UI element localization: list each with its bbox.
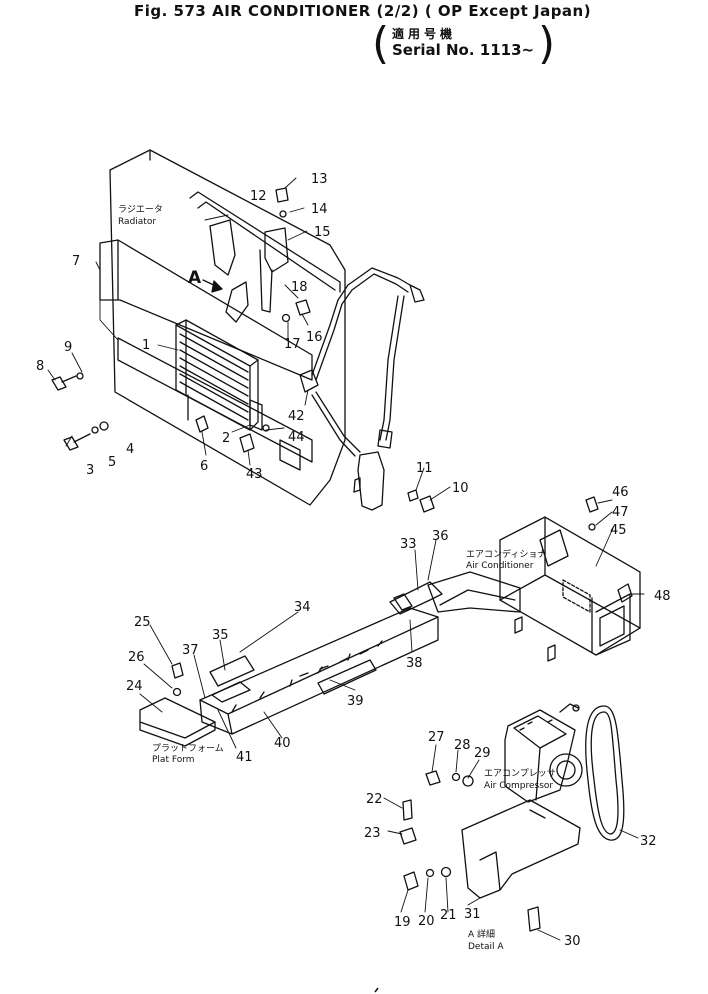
callout-14: 14 [311, 202, 328, 217]
leader-lines [47, 177, 645, 941]
serial-jp-label: 適用号機 [392, 27, 457, 41]
callout-21: 21 [440, 908, 457, 923]
callout-7: 7 [72, 254, 80, 269]
callout-6: 6 [200, 459, 208, 474]
callout-16: 16 [306, 330, 323, 345]
callout-46: 46 [612, 485, 629, 500]
air-compressor-label: Air Compressor [484, 781, 553, 791]
callout-41: 41 [236, 750, 253, 765]
callout-45: 45 [610, 523, 627, 538]
figure-caption: AIR CONDITIONER (2/2) ( OP Except Japan) [212, 2, 592, 20]
callout-5: 5 [108, 455, 116, 470]
callout-29: 29 [474, 746, 491, 761]
detail-a-label: Detail A [468, 942, 504, 952]
callout-32: 32 [640, 834, 657, 849]
callout-35: 35 [212, 628, 229, 643]
left-paren: ( [372, 18, 390, 69]
callout-25: 25 [134, 615, 151, 630]
view-a-letter: A [188, 268, 202, 288]
callout-8: 8 [36, 359, 44, 374]
figure-title: Fig. 573 AIR CONDITIONER (2/2) ( OP Exce… [134, 2, 591, 20]
platform-plate [139, 697, 216, 739]
v-belt [585, 705, 625, 841]
air-compressor [504, 703, 583, 803]
left-fasteners [51, 187, 435, 513]
callout-47: 47 [612, 505, 629, 520]
callout-43: 43 [246, 467, 263, 482]
callout-9: 9 [64, 340, 72, 355]
plat-form-jp-label: プラットフォーム [152, 743, 224, 754]
callout-33: 33 [400, 537, 417, 552]
callout-30: 30 [564, 934, 581, 949]
callout-24: 24 [126, 679, 143, 694]
callout-4: 4 [126, 442, 134, 457]
callout-36: 36 [432, 529, 449, 544]
air-compressor-jp-label: エアコンプレッサ [484, 768, 556, 779]
condenser [175, 319, 259, 431]
callout-44: 44 [288, 430, 305, 445]
plat-form-label: Plat Form [152, 755, 195, 765]
callout-20: 20 [418, 914, 435, 929]
callout-22: 22 [366, 792, 383, 807]
callout-17: 17 [284, 337, 301, 352]
callout-11: 11 [416, 461, 433, 476]
callout-12: 12 [250, 189, 267, 204]
callout-10: 10 [452, 481, 469, 496]
air-conditioner-label: Air Conditioner [466, 561, 534, 571]
diagram-labels: ラジエータ Radiator エアコンディショナ Air Conditioner… [118, 204, 556, 952]
callout-28: 28 [454, 738, 471, 753]
callout-40: 40 [274, 736, 291, 751]
stray-mark [374, 987, 379, 993]
detail-a-jp-label: A 詳細 [468, 928, 495, 940]
air-duct [427, 571, 521, 613]
callout-18: 18 [291, 280, 308, 295]
callout-31: 31 [464, 907, 481, 922]
air-conditioner-unit [499, 516, 641, 662]
callout-42: 42 [288, 409, 305, 424]
callout-13: 13 [311, 172, 328, 187]
platform-rail [199, 581, 443, 735]
figure-number: Fig. 573 [134, 2, 207, 20]
callout-38: 38 [406, 656, 423, 671]
radiator [99, 149, 346, 506]
callout-numbers: 1 2 3 4 5 6 7 8 9 10 11 12 13 14 15 16 1… [36, 172, 671, 949]
callout-48: 48 [654, 589, 671, 604]
callout-27: 27 [428, 730, 445, 745]
callout-15: 15 [314, 225, 331, 240]
callout-34: 34 [294, 600, 311, 615]
callout-1: 1 [142, 338, 150, 353]
figure-header: Fig. 573 AIR CONDITIONER (2/2) ( OP Exce… [0, 0, 708, 70]
compressor-bracket [461, 799, 581, 899]
callout-19: 19 [394, 915, 411, 930]
radiator-jp-label: ラジエータ [118, 204, 163, 215]
callout-3: 3 [86, 463, 94, 478]
callout-37: 37 [182, 643, 199, 658]
radiator-label: Radiator [118, 217, 156, 227]
refrigerant-lines [311, 267, 425, 511]
callout-23: 23 [364, 826, 381, 841]
right-paren: ) [538, 18, 556, 69]
air-conditioner-jp-label: エアコンディショナ [466, 548, 546, 560]
callout-26: 26 [128, 650, 145, 665]
callout-2: 2 [222, 431, 230, 446]
callout-39: 39 [347, 694, 364, 709]
serial-number: Serial No. 1113~ [392, 41, 535, 59]
